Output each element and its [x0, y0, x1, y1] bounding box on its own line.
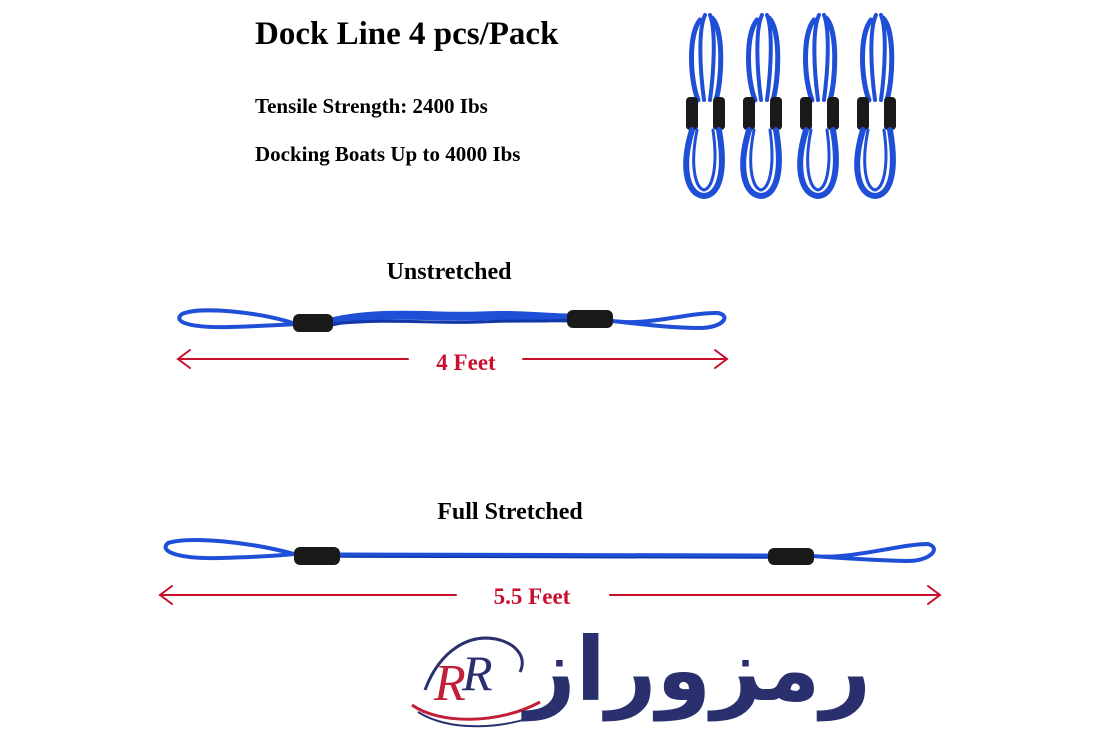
rr-monogram-logo: R R [411, 636, 546, 728]
tensile-strength-spec: Tensile Strength: 2400 Ibs [255, 94, 488, 118]
docking-capacity-spec: Docking Boats Up to 4000 Ibs [255, 142, 521, 166]
dock-line-2 [740, 13, 782, 200]
svg-text:R: R [461, 645, 493, 701]
full-stretched-label: Full Stretched [437, 499, 583, 525]
svg-text:R: R [433, 655, 466, 712]
stretched-length: 5.5 Feet [493, 584, 571, 609]
stretched-rope [163, 538, 936, 565]
five-and-half-feet-arrow [158, 585, 942, 605]
dock-line-4 [854, 13, 896, 200]
dock-line-1 [683, 13, 725, 200]
four-dock-lines-icon [683, 13, 896, 200]
unstretched-label: Unstretched [386, 259, 512, 285]
unstretched-rope [177, 308, 727, 332]
unstretched-length: 4 Feet [436, 350, 496, 375]
product-title: Dock Line 4 pcs/Pack [255, 16, 559, 52]
watermark-text: رمزوراز [525, 618, 872, 721]
dock-line-3 [797, 13, 839, 200]
four-feet-arrow [176, 349, 729, 369]
